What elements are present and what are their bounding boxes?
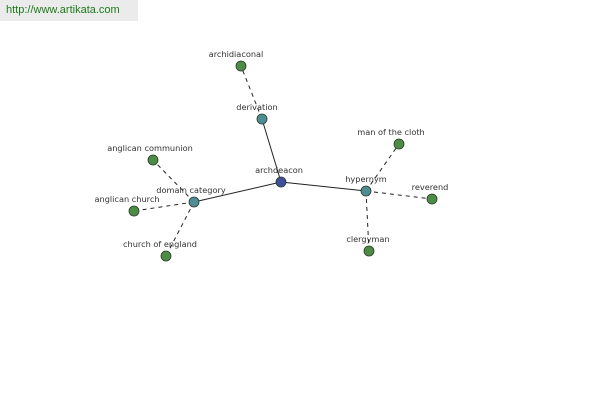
edge-domain-category-church-of-england <box>165 201 195 257</box>
node-domain-category[interactable] <box>188 196 200 208</box>
node-archidiaconal[interactable] <box>235 60 247 72</box>
edge-hypernym-clergyman <box>365 190 370 252</box>
graph-edges <box>133 65 433 257</box>
edge-domain-category-anglican-communion <box>152 159 195 203</box>
node-anglican-church[interactable] <box>128 205 140 217</box>
label-hypernym[interactable]: hypernym <box>345 174 387 184</box>
label-church-of-england[interactable]: church of england <box>123 239 197 249</box>
node-reverend[interactable] <box>426 193 438 205</box>
edge-archdeacon-domain-category <box>193 181 282 203</box>
edge-domain-category-anglican-church <box>133 201 195 212</box>
label-man-of-the-cloth[interactable]: man of the cloth <box>357 127 425 137</box>
source-url[interactable]: http://www.artikata.com <box>0 0 138 21</box>
label-derivation[interactable]: derivation <box>236 102 277 112</box>
graph-labels: archdeacon derivation domain category hyper… <box>94 49 448 249</box>
edge-hypernym-reverend <box>365 190 433 200</box>
node-anglican-communion[interactable] <box>147 154 159 166</box>
graph-nodes <box>128 60 438 262</box>
label-archidiaconal[interactable]: archidiaconal <box>209 49 264 59</box>
label-domain-category[interactable]: domain category <box>156 185 226 195</box>
node-clergyman[interactable] <box>363 245 375 257</box>
edge-archdeacon-derivation <box>261 118 282 183</box>
label-reverend[interactable]: reverend <box>412 182 449 192</box>
label-archdeacon[interactable]: archdeacon <box>255 165 303 175</box>
node-hypernym[interactable] <box>360 185 372 197</box>
edge-derivation-archidiaconal <box>240 65 263 120</box>
label-clergyman[interactable]: clergyman <box>346 234 389 244</box>
edge-hypernym-man-of-the-cloth <box>365 143 400 192</box>
label-anglican-church[interactable]: anglican church <box>94 194 159 204</box>
node-church-of-england[interactable] <box>160 250 172 262</box>
edge-archdeacon-hypernym <box>280 181 367 192</box>
node-derivation[interactable] <box>256 113 268 125</box>
node-man-of-the-cloth[interactable] <box>393 138 405 150</box>
node-archdeacon[interactable] <box>275 176 287 188</box>
label-anglican-communion[interactable]: anglican communion <box>107 143 193 153</box>
